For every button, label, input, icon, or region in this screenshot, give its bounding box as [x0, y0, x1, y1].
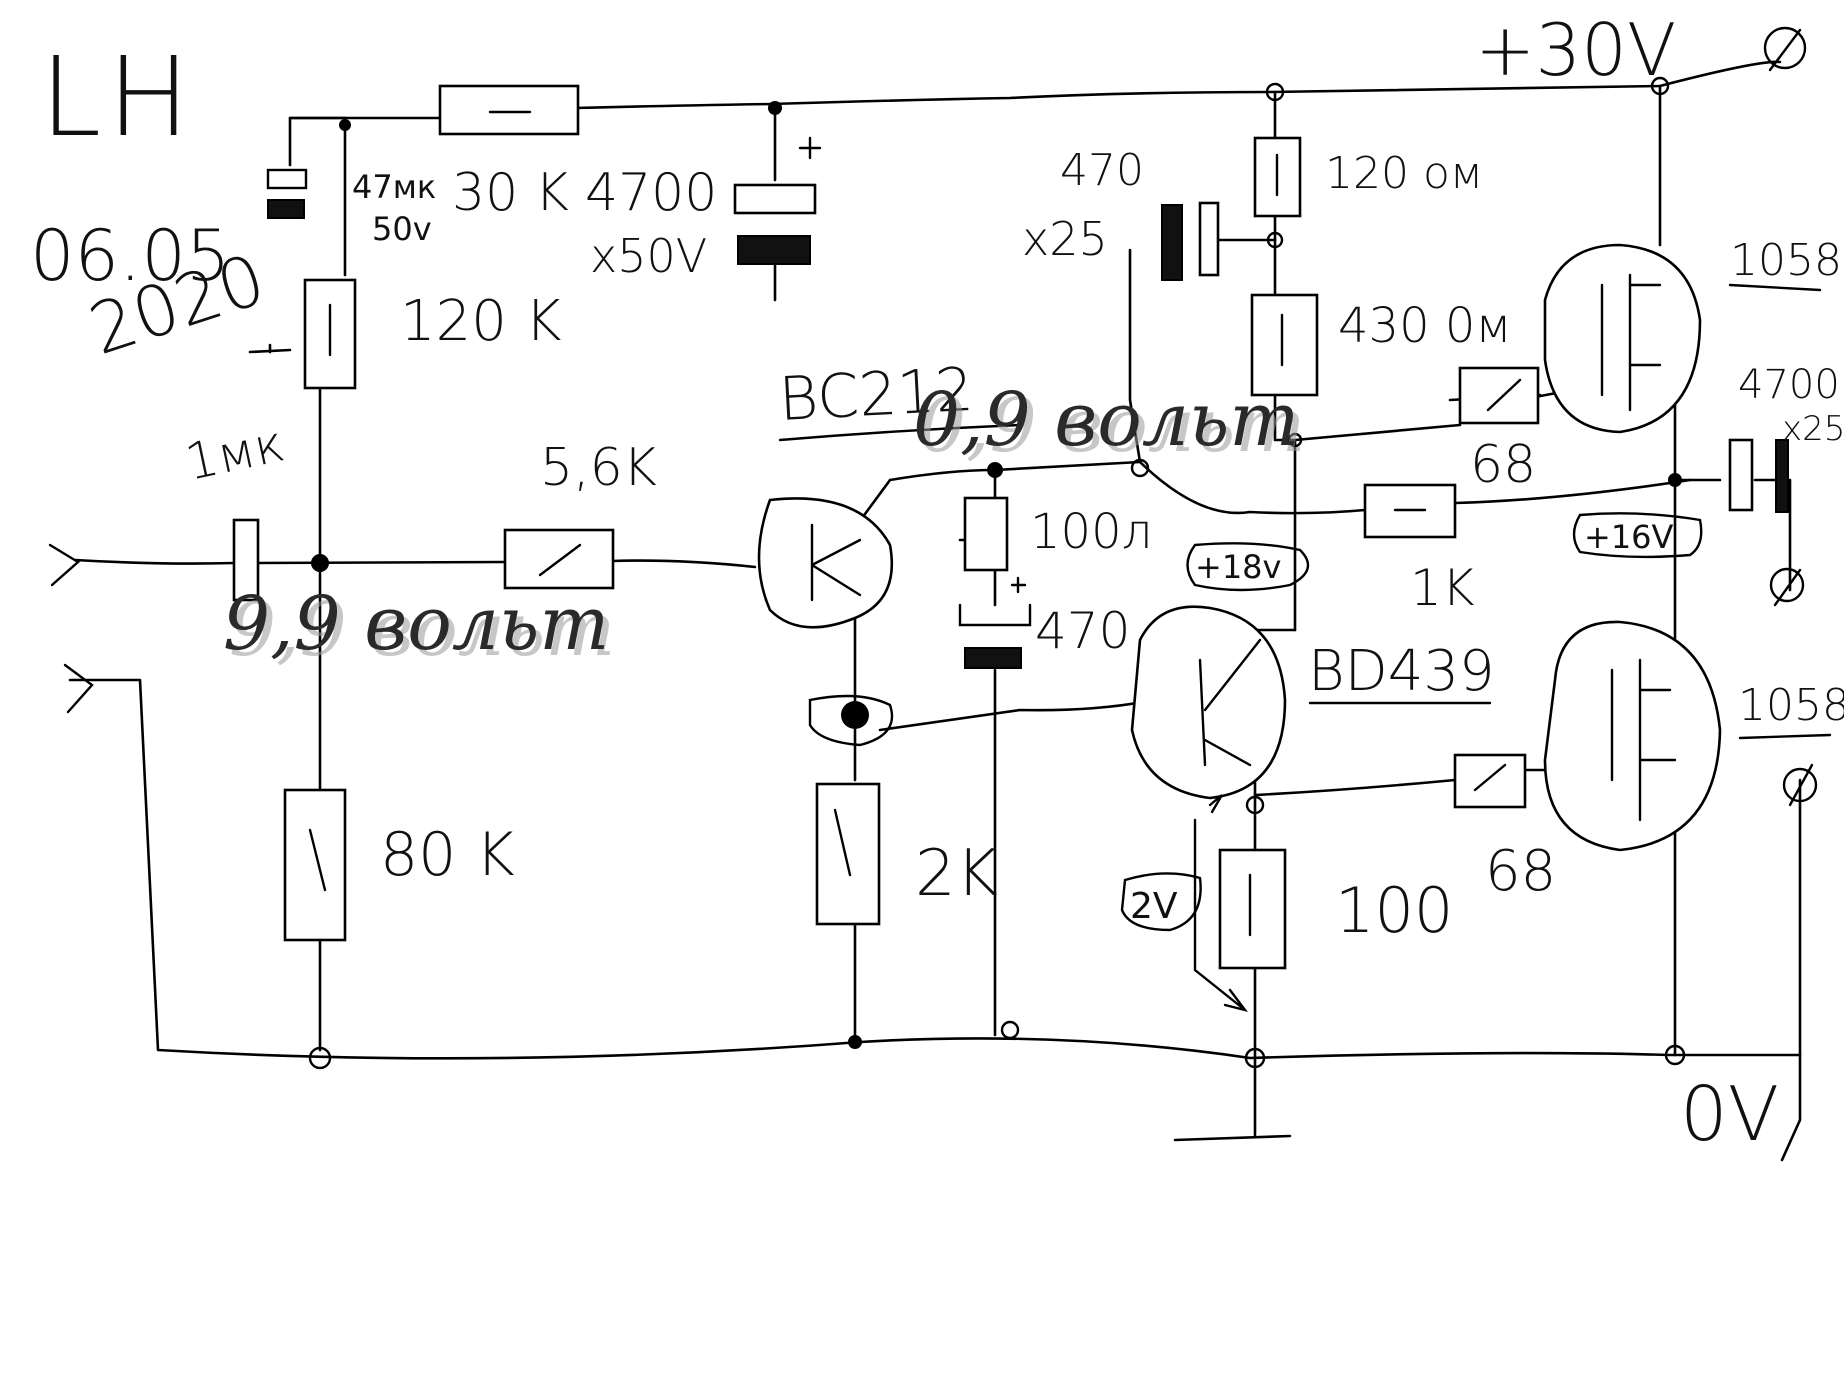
badge-outlines [808, 512, 1703, 932]
capacitor-47u [266, 168, 308, 219]
resistor-120k [303, 278, 357, 390]
resistor-5k6 [503, 528, 615, 590]
capacitor-4700u-output [1728, 438, 1789, 513]
terminals [48, 26, 1818, 807]
resistor-68-top [1458, 366, 1540, 425]
r-68-bottom-label: 68 [1485, 839, 1556, 904]
author-label: LH [40, 33, 190, 161]
badge-16v-label: +16V [1584, 518, 1674, 556]
r-100-q2-label: 100 [1335, 874, 1453, 947]
capacitor-1u [232, 518, 260, 602]
mosfet-top-label: 1058 [1730, 235, 1842, 286]
q1-label: BC212 [777, 355, 975, 435]
r-120ohm-label: 120 ом [1325, 148, 1483, 199]
resistor-430ohm [1250, 293, 1319, 397]
cap-4700u-output-value: 4700 [1738, 362, 1840, 408]
cap-4700u-output-voltage: x25 [1782, 409, 1844, 449]
resistor-100-emitter [963, 496, 1009, 572]
underlines [778, 283, 1832, 740]
resistor-100-q2 [1218, 848, 1287, 970]
r-2k-label: 2K [915, 837, 998, 911]
cap-470u-emitter-label: 470 [1035, 602, 1130, 660]
r-120k-label: 120 K [400, 289, 562, 354]
date-line1-label: 06.05 [30, 215, 230, 297]
resistor-120ohm [1253, 136, 1302, 218]
cap-470u-boot-voltage: x25 [1022, 212, 1108, 266]
mosfet-top [1543, 243, 1702, 434]
resistor-30k [438, 84, 580, 136]
cap-4700u-value: 4700 [585, 163, 717, 223]
r-80k-label: 80 K [380, 820, 515, 890]
q1-voltage-label: 0,9 вольт [913, 377, 1299, 463]
r-30k-label: 30 K [452, 163, 569, 223]
r-1k-label: 1K [1410, 559, 1475, 617]
r-68-top-label: 68 [1470, 435, 1536, 495]
q1-voltage-shadow: 0,9 вольт [919, 383, 1305, 469]
supply-plus-label: +30V [1475, 8, 1676, 92]
resistor-68-bottom [1453, 753, 1527, 809]
q2-label: BD439 [1308, 639, 1495, 704]
input-voltage-shadow: 9,9 вольт [229, 587, 615, 673]
r-5k6-label: 5,6K [540, 438, 657, 498]
cap-1u-label: 1мк [180, 414, 289, 491]
badge-18v-label: +18v [1195, 548, 1281, 586]
mosfet-bottom-label: 1058 [1738, 680, 1844, 731]
cap-47u-value: 47мк [352, 168, 436, 206]
transistor-q2 [1130, 605, 1287, 800]
capacitor-470u-emitter [958, 576, 1032, 669]
badge-2v-label: 2V [1130, 886, 1178, 927]
cap-47u-voltage: 50v [372, 210, 432, 248]
arrow-top [1208, 794, 1224, 814]
wires [68, 60, 1802, 1162]
arrow-100 [1193, 818, 1248, 1012]
cap-470u-boot-value: 470 [1060, 145, 1144, 196]
resistor-2k [815, 782, 881, 926]
r-430ohm-label: 430 0м [1338, 298, 1512, 354]
transistor-q1 [757, 497, 894, 629]
capacitor-470u-boot [1161, 201, 1220, 281]
mosfet-bottom [1543, 620, 1722, 852]
resistor-80k [283, 788, 347, 942]
r-100-emitter-label: 100л [1030, 504, 1152, 560]
input-voltage-label: 9,9 вольт [223, 581, 609, 667]
supply-zero-label: 0V [1680, 1070, 1779, 1158]
capacitor-4700u [733, 136, 822, 265]
cap-4700u-voltage: x50V [590, 229, 707, 283]
junction-dots [308, 76, 1686, 1070]
resistor-1k [1363, 483, 1457, 539]
